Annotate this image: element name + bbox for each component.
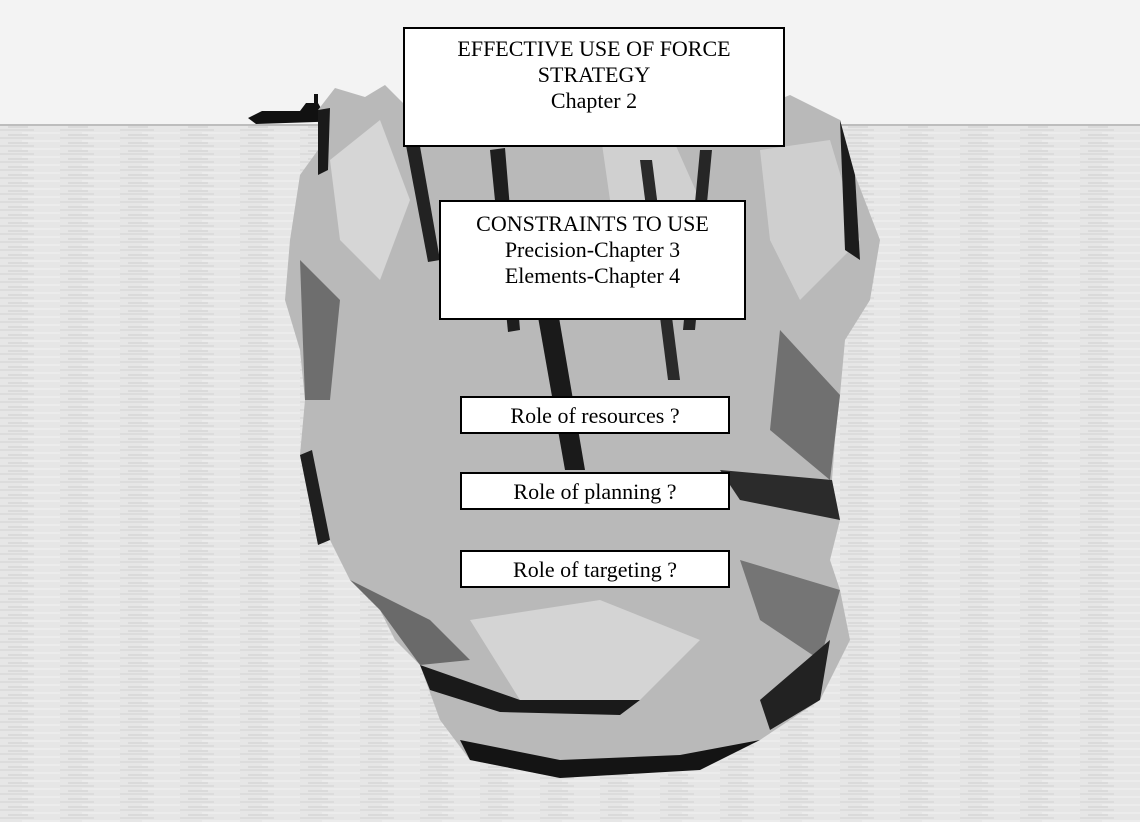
strategy-title-line2: STRATEGY [405,62,783,88]
strategy-chapter-label: Chapter 2 [405,88,783,114]
constraints-box: CONSTRAINTS TO USE Precision-Chapter 3 E… [439,200,746,320]
role-planning-box: Role of planning ? [460,472,730,510]
strategy-title-box: EFFECTIVE USE OF FORCE STRATEGY Chapter … [403,27,785,147]
role-targeting-box: Role of targeting ? [460,550,730,588]
role-resources-box: Role of resources ? [460,396,730,434]
elements-chapter-label: Elements-Chapter 4 [441,263,744,289]
precision-chapter-label: Precision-Chapter 3 [441,237,744,263]
constraints-heading: CONSTRAINTS TO USE [441,211,744,237]
strategy-title-line1: EFFECTIVE USE OF FORCE [405,36,783,62]
